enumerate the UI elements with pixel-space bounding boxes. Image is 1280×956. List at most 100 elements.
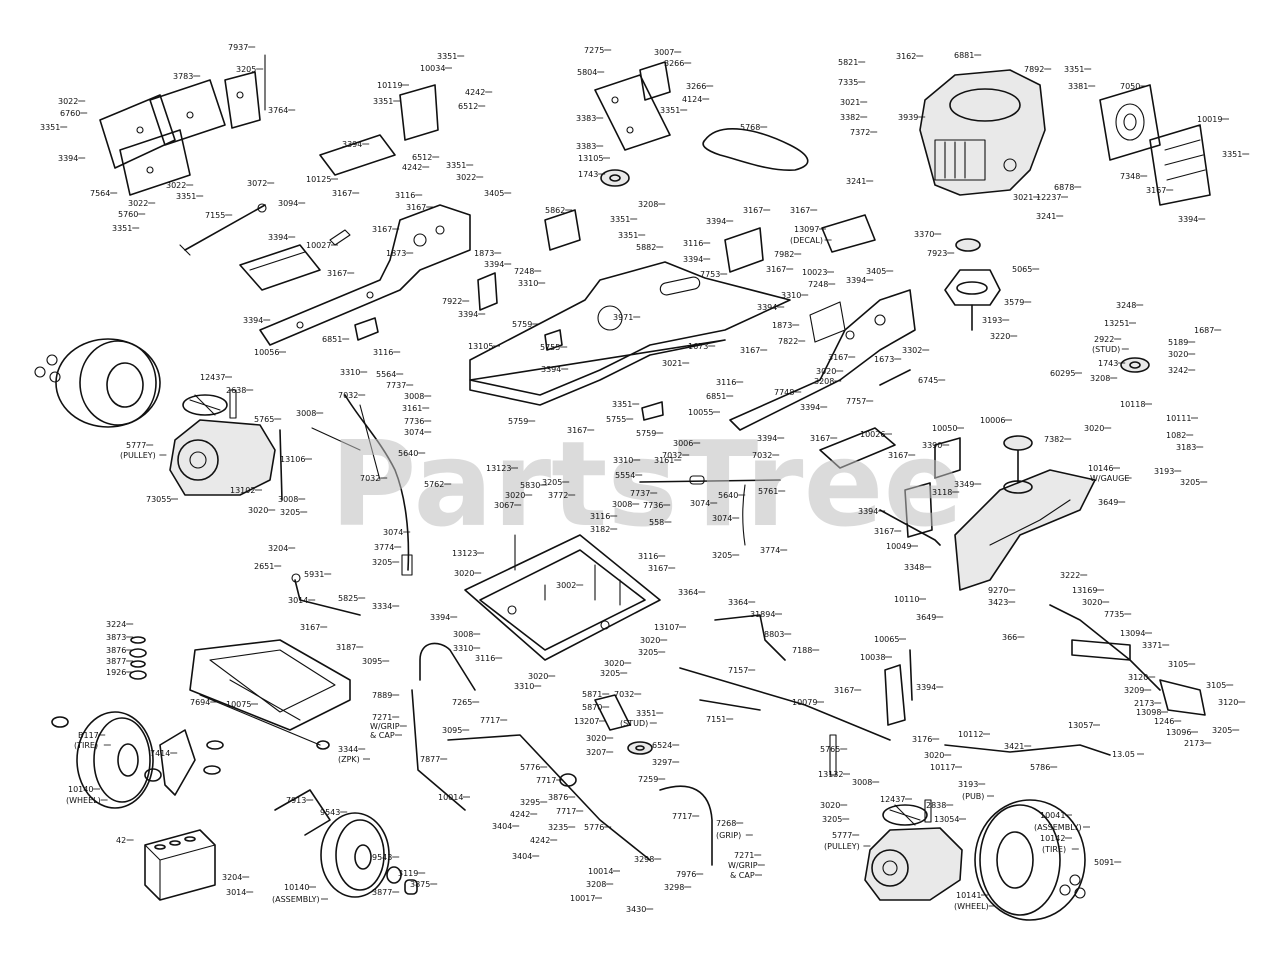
part-callout[interactable]: 3105 [1206, 681, 1226, 690]
part-callout[interactable]: 10014 [588, 867, 613, 876]
part-callout[interactable]: 3873 [106, 633, 126, 642]
part-callout[interactable]: 3875 [410, 880, 430, 889]
part-callout[interactable]: 7922 [442, 297, 462, 306]
right-frame-rail[interactable] [729, 289, 961, 479]
part-callout[interactable]: 13098 [1136, 708, 1161, 717]
part-callout[interactable]: 3394 [268, 233, 288, 242]
part-callout[interactable]: 558 [649, 518, 664, 527]
part-callout[interactable]: (PULLEY) [120, 451, 156, 460]
part-callout[interactable]: 3382 [840, 113, 860, 122]
part-callout[interactable]: 7717 [480, 716, 500, 725]
part-callout[interactable]: 7877 [420, 755, 440, 764]
part-callout[interactable]: 7151 [706, 715, 726, 724]
part-callout[interactable]: 10056 [254, 348, 279, 357]
part-callout[interactable]: 3176 [912, 735, 932, 744]
part-callout[interactable]: 7382 [1044, 435, 1064, 444]
part-callout[interactable]: 5777 [126, 441, 146, 450]
part-callout[interactable]: 10140 [68, 785, 93, 794]
part-callout[interactable]: 7923 [927, 249, 947, 258]
part-callout[interactable]: 3404 [492, 822, 512, 831]
part-callout[interactable]: 3430 [626, 905, 646, 914]
part-callout[interactable]: 3207 [586, 748, 606, 757]
part-callout[interactable]: 7736 [404, 417, 424, 426]
part-callout[interactable]: 3022 [456, 173, 476, 182]
front-center-tire[interactable] [274, 789, 418, 898]
drive-belt[interactable] [702, 128, 809, 171]
part-callout[interactable]: 5759 [508, 417, 528, 426]
part-callout[interactable]: 13107 [654, 623, 679, 632]
part-callout[interactable]: 3394 [243, 316, 263, 325]
part-callout[interactable]: 3310 [453, 644, 473, 653]
fuel-tank[interactable] [954, 435, 1096, 591]
part-callout[interactable]: 3876 [548, 793, 568, 802]
part-callout[interactable]: 3074 [404, 428, 424, 437]
part-callout[interactable]: 3067 [494, 501, 514, 510]
part-callout[interactable]: 3208 [1090, 374, 1110, 383]
part-callout[interactable]: 3344 [338, 745, 358, 754]
part-callout[interactable]: 3351 [176, 192, 196, 201]
part-callout[interactable]: 3020 [505, 491, 525, 500]
part-callout[interactable]: 1687 [1194, 326, 1214, 335]
part-callout[interactable]: 10034 [420, 64, 445, 73]
part-callout[interactable]: 5871 [582, 690, 602, 699]
part-callout[interactable]: 5776 [584, 823, 604, 832]
part-callout[interactable]: 3020 [604, 659, 624, 668]
part-callout[interactable]: 3310 [514, 682, 534, 691]
part-callout[interactable]: 3334 [372, 602, 392, 611]
part-callout[interactable]: 3394 [916, 683, 936, 692]
part-callout[interactable]: 3167 [766, 265, 786, 274]
part-callout[interactable]: 1873 [772, 321, 792, 330]
part-callout[interactable]: 5564 [376, 370, 396, 379]
part-callout[interactable]: 1246 [1154, 717, 1174, 726]
part-callout[interactable]: 3193 [958, 780, 978, 789]
part-callout[interactable]: 13106 [280, 455, 305, 464]
part-callout[interactable]: 10119 [377, 81, 402, 90]
part-callout[interactable]: 8803 [764, 630, 784, 639]
part-callout[interactable]: 3351 [373, 97, 393, 106]
part-callout[interactable]: 7271 [734, 851, 754, 860]
part-callout[interactable]: 13102 [230, 486, 255, 495]
part-callout[interactable]: 13054 [934, 815, 959, 824]
chassis-plate[interactable] [469, 209, 876, 421]
part-callout[interactable]: 6851 [322, 335, 342, 344]
part-callout[interactable]: 3394 [342, 140, 362, 149]
part-callout[interactable]: 3394 [683, 255, 703, 264]
part-callout[interactable]: 10111 [1166, 414, 1191, 423]
part-callout[interactable]: 3205 [1180, 478, 1200, 487]
part-callout[interactable]: 3020 [454, 569, 474, 578]
part-callout[interactable]: 3167 [828, 353, 848, 362]
engine-pulley-assembly[interactable] [944, 238, 1001, 331]
part-callout[interactable]: 5765 [254, 415, 274, 424]
part-callout[interactable]: 4242 [530, 836, 550, 845]
part-callout[interactable]: 3302 [902, 346, 922, 355]
part-callout[interactable]: 7188 [792, 646, 812, 655]
part-callout[interactable]: 3351 [446, 161, 466, 170]
part-callout[interactable]: 3390 [922, 441, 942, 450]
part-callout[interactable]: 7694 [190, 698, 210, 707]
right-rear-tire[interactable] [974, 799, 1086, 921]
part-callout[interactable]: 3183 [1176, 443, 1196, 452]
part-callout[interactable]: 5761 [758, 487, 778, 496]
part-callout[interactable]: 3297 [652, 758, 672, 767]
part-callout[interactable]: 3205 [236, 65, 256, 74]
part-callout[interactable]: 3020 [1084, 424, 1104, 433]
part-callout[interactable]: 2922 [1094, 335, 1114, 344]
part-callout[interactable]: 7275 [584, 46, 604, 55]
part-callout[interactable]: 3242 [1168, 366, 1188, 375]
part-callout[interactable]: 3222 [1060, 571, 1080, 580]
part-callout[interactable]: 3224 [106, 620, 126, 629]
part-callout[interactable]: 10125 [306, 175, 331, 184]
part-callout[interactable]: 3351 [1064, 65, 1084, 74]
part-callout[interactable]: 10041 [1040, 811, 1065, 820]
part-callout[interactable]: 3310 [781, 291, 801, 300]
part-callout[interactable]: 3310 [340, 368, 360, 377]
part-callout[interactable]: 7248 [514, 267, 534, 276]
part-callout[interactable]: 3205 [542, 478, 562, 487]
part-callout[interactable]: 3008 [404, 392, 424, 401]
part-callout[interactable]: 7032 [752, 451, 772, 460]
part-callout[interactable]: 3072 [247, 179, 267, 188]
part-callout[interactable]: 3208 [586, 880, 606, 889]
part-callout[interactable]: 3351 [112, 224, 132, 233]
part-callout[interactable]: 3351 [612, 400, 632, 409]
brake-rod[interactable] [291, 573, 361, 616]
